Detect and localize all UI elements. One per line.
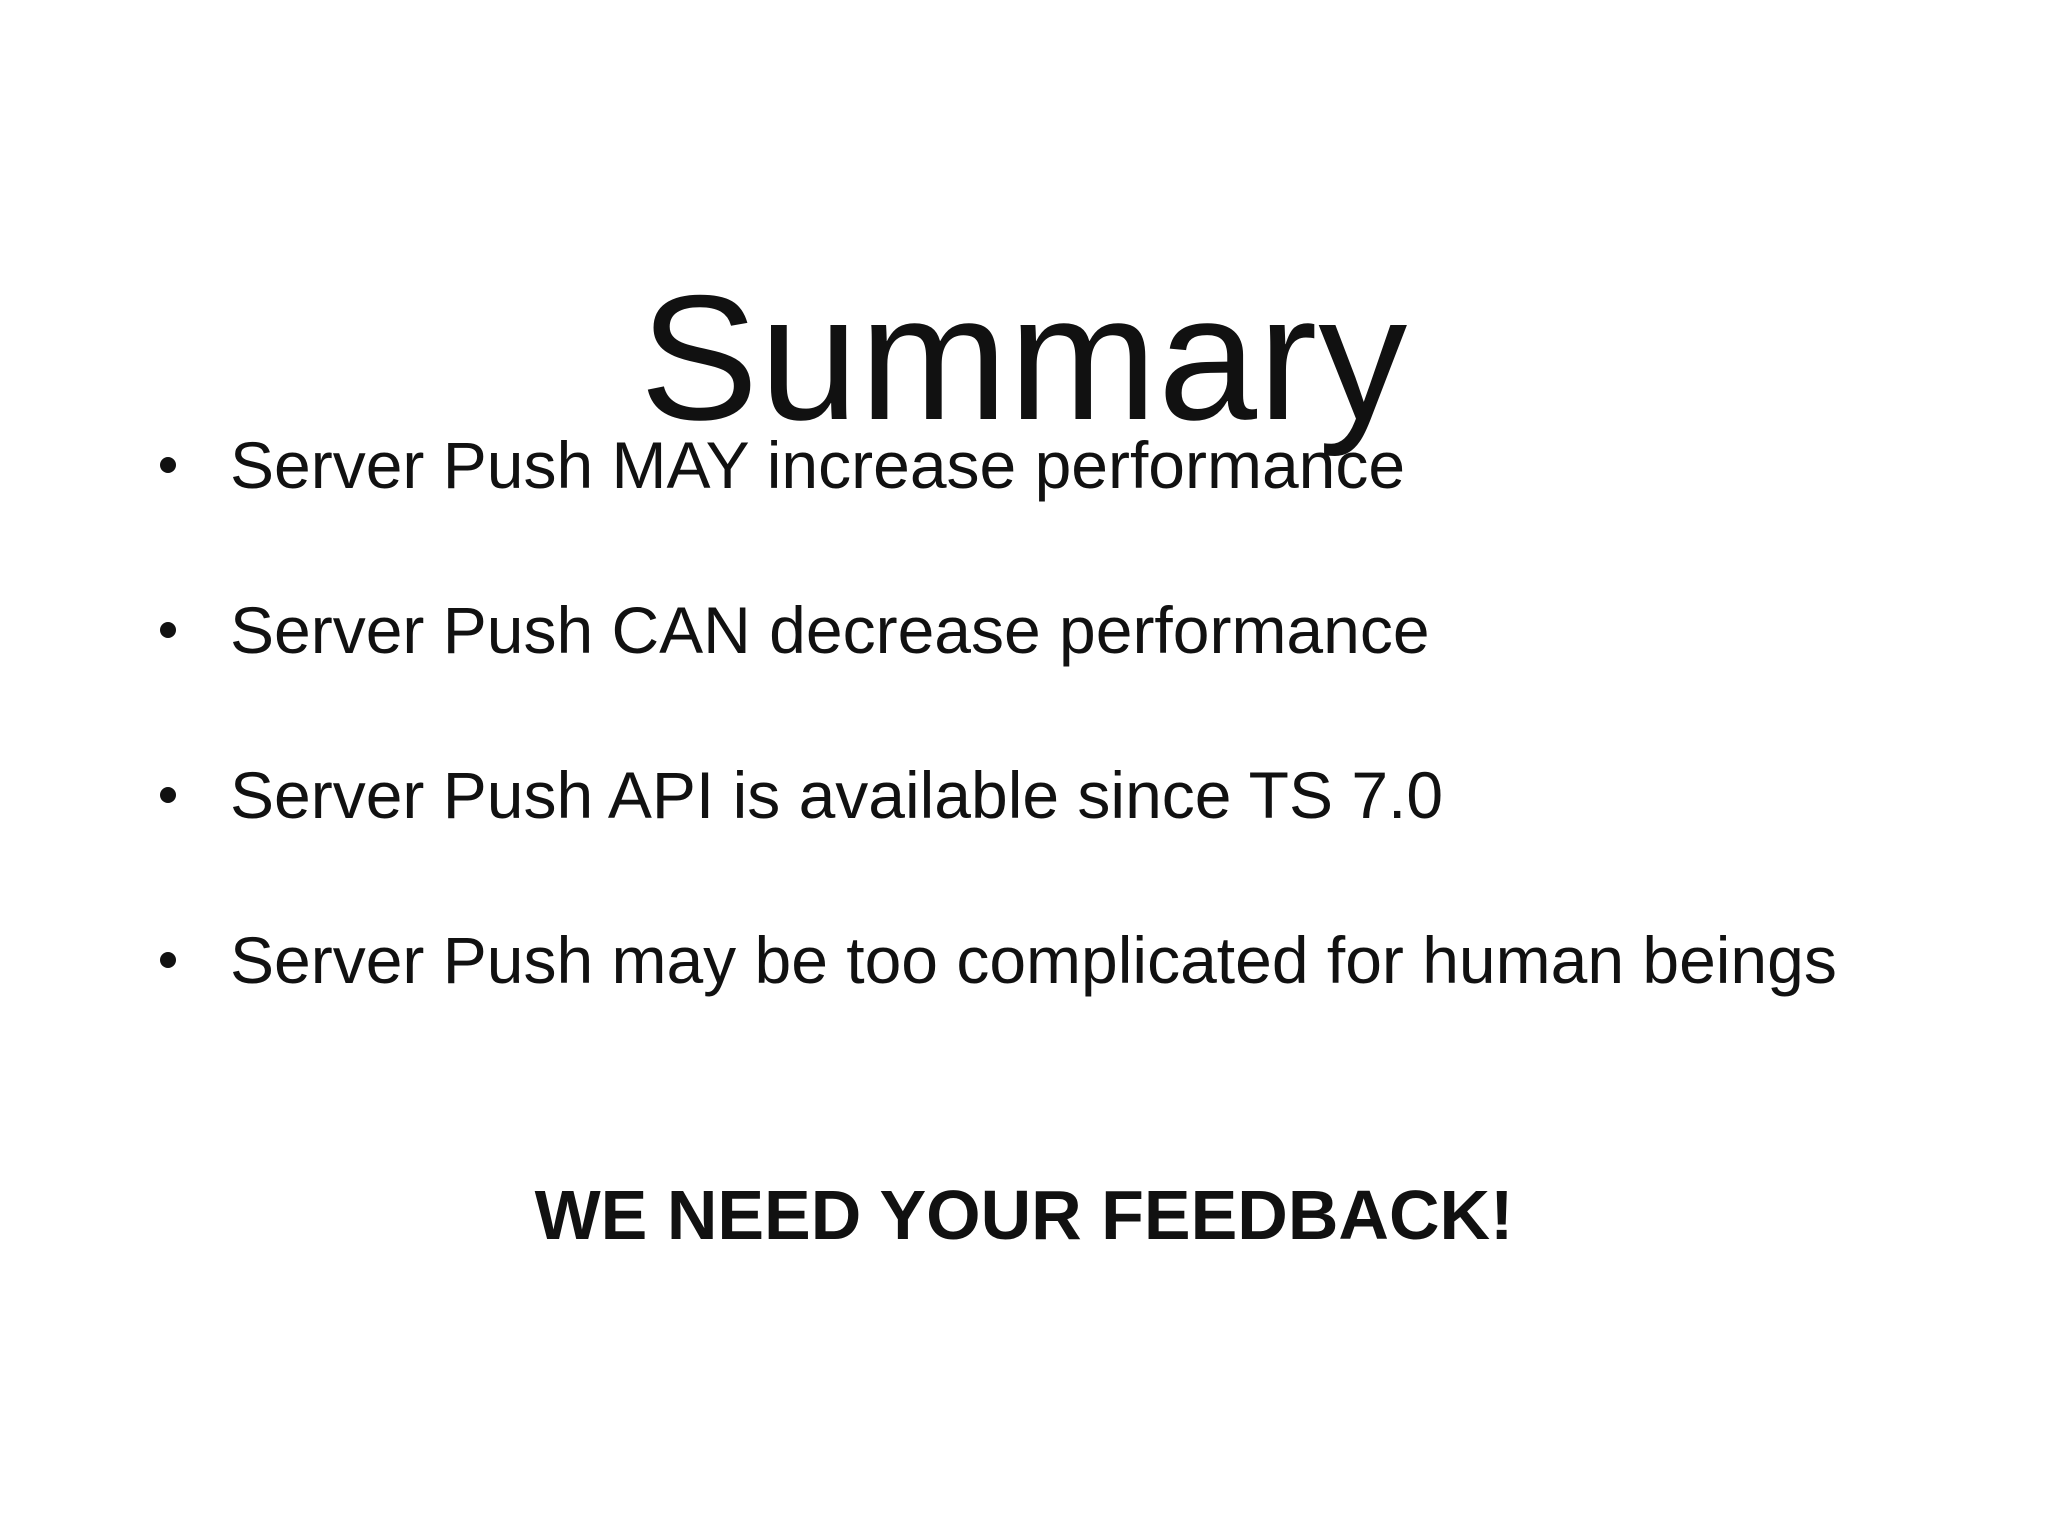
- bullet-text: Server Push MAY increase performance: [230, 428, 1406, 502]
- bullet-text: Server Push may be too complicated for h…: [230, 923, 1837, 997]
- feedback-callout: WE NEED YOUR FEEDBACK!: [534, 1176, 1514, 1254]
- bullet-text: Server Push CAN decrease performance: [230, 593, 1430, 667]
- bullet-list: Server Push MAY increase performance Ser…: [160, 420, 1837, 1080]
- bullet-item: Server Push API is available since TS 7.…: [160, 750, 1837, 915]
- bullet-dot-icon: [160, 457, 176, 473]
- bullet-item: Server Push MAY increase performance: [160, 420, 1837, 585]
- bullet-dot-icon: [160, 787, 176, 803]
- slide-title: Summary: [639, 258, 1409, 458]
- bullet-text: Server Push API is available since TS 7.…: [230, 758, 1444, 832]
- bullet-dot-icon: [160, 622, 176, 638]
- bullet-item: Server Push may be too complicated for h…: [160, 915, 1837, 1080]
- bullet-dot-icon: [160, 952, 176, 968]
- bullet-item: Server Push CAN decrease performance: [160, 585, 1837, 750]
